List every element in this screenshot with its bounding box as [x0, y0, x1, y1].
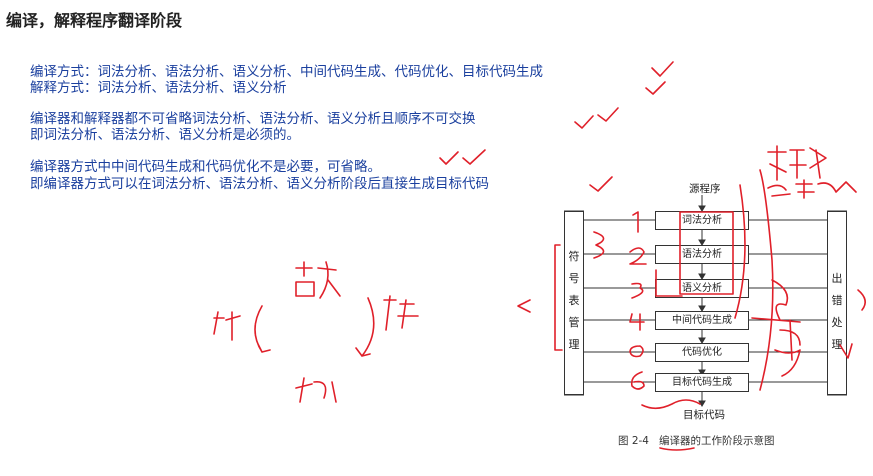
note-direct-target: 即编译器方式可以在词法分析、语法分析、语义分析阶段后直接生成目标代码: [30, 176, 489, 192]
source-program-label: 源程序: [689, 183, 721, 195]
symbol-table-char: 管: [568, 316, 580, 329]
symbol-table-management: 符 号 表 管 理: [564, 211, 584, 395]
target-code-label: 目标代码: [683, 409, 725, 421]
figure-caption: 图 2-4 编译器的工作阶段示意图: [618, 433, 775, 448]
note-interpret-stages: 解释方式：词法分析、语法分析、语义分析: [30, 80, 287, 96]
note-required-order: 编译器和解释器都不可省略词法分析、语法分析、语义分析且顺序不可交换: [30, 111, 476, 127]
symbol-table-char: 理: [568, 338, 580, 351]
check-mark-icon: [645, 81, 666, 95]
figure-title: 编译器的工作阶段示意图: [659, 435, 775, 447]
symbol-table-char: 表: [568, 294, 580, 307]
error-handling-char: 出: [831, 272, 843, 285]
check-mark-icon: [439, 151, 459, 165]
symbol-table-char: 符: [568, 250, 580, 263]
check-mark-icon: [597, 107, 619, 122]
stage-target-code-gen: 目标代码生成: [655, 373, 749, 392]
stage-syntax-analysis: 语法分析: [655, 245, 749, 264]
note-compile-stages: 编译方式：词法分析、语法分析、语义分析、中间代码生成、代码优化、目标代码生成: [30, 64, 543, 80]
note-optional-stages: 编译器方式中中间代码生成和代码优化不是必要，可省略。: [30, 159, 381, 175]
check-mark-icon: [574, 115, 594, 129]
error-handling-char: 理: [831, 338, 843, 351]
page-title: 编译，解释程序翻译阶段: [6, 11, 183, 30]
check-mark-icon: [651, 61, 674, 77]
stage-intermediate-code: 中间代码生成: [655, 311, 749, 330]
error-handling-char: 处: [831, 316, 843, 329]
figure-number: 图 2-4: [618, 435, 649, 447]
check-mark-icon: [462, 149, 486, 165]
symbol-table-char: 号: [568, 272, 580, 285]
stage-code-optimization: 代码优化: [655, 343, 749, 362]
error-handling-char: 错: [831, 294, 843, 307]
check-mark-icon: [589, 176, 613, 192]
compiler-stage-diagram: 源程序 词法分析 语法分析 语义分析 中间代码生成 代码优化 目标代码生成 符 …: [505, 175, 873, 476]
note-required-stages: 即词法分析、语法分析、语义分析是必须的。: [30, 127, 300, 143]
